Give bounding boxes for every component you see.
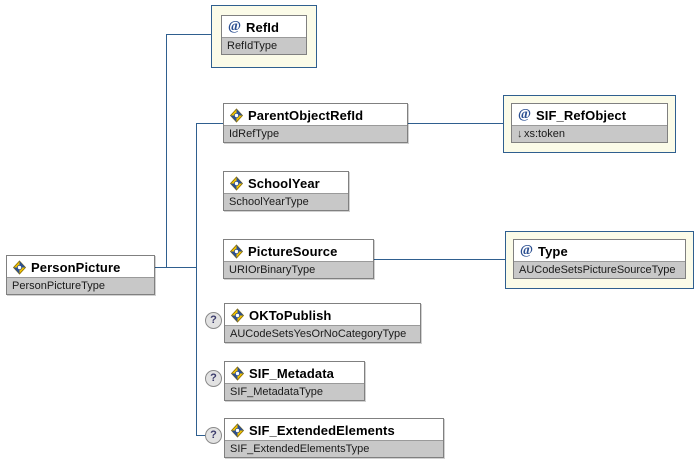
node-schoolyear-title: SchoolYear	[224, 172, 348, 193]
wire-root-stub	[155, 267, 197, 268]
node-sifrefobject-type-text: xs:token	[524, 128, 565, 140]
wire-to-parentobjectrefid	[196, 123, 223, 124]
node-personpicture-type: PersonPictureType	[7, 277, 154, 294]
question-mark-badge-icon-sifmetadata: ?	[205, 370, 222, 387]
at-sign-icon: @	[227, 19, 242, 34]
node-sifextendedelements-type: SIF_ExtendedElementsType	[225, 440, 443, 457]
element-diamond-icon	[229, 243, 244, 259]
question-mark-badge-icon-sifextendedelements: ?	[205, 427, 222, 444]
node-refid[interactable]: @ RefId RefIdType	[221, 15, 307, 55]
node-oktopublish-label: OKToPublish	[249, 307, 332, 323]
wire-to-sifextendedelements	[196, 435, 206, 436]
node-sifextendedelements-title: SIF_ExtendedElements	[225, 419, 443, 440]
node-picturesource-label: PictureSource	[248, 243, 338, 259]
element-diamond-icon	[229, 107, 244, 123]
node-schoolyear[interactable]: SchoolYear SchoolYearType	[223, 171, 349, 211]
node-parentobjectrefid-type: IdRefType	[224, 125, 407, 142]
node-schoolyear-label: SchoolYear	[248, 175, 320, 191]
node-oktopublish[interactable]: OKToPublish AUCodeSetsYesOrNoCategoryTyp…	[224, 303, 421, 343]
node-sifmetadata-title: SIF_Metadata	[225, 362, 364, 383]
node-personpicture-label: PersonPicture	[31, 259, 121, 275]
element-diamond-icon	[230, 422, 245, 438]
node-type[interactable]: @ Type AUCodeSetsPictureSourceType	[513, 239, 686, 279]
node-type-label: Type	[538, 243, 568, 259]
wire-children-riser	[196, 123, 197, 435]
wire-to-refid	[166, 34, 211, 35]
node-sifextendedelements[interactable]: SIF_ExtendedElements SIF_ExtendedElement…	[224, 418, 444, 458]
node-sifextendedelements-label: SIF_ExtendedElements	[249, 422, 395, 438]
node-schoolyear-type: SchoolYearType	[224, 193, 348, 210]
node-refid-type: RefIdType	[222, 37, 306, 54]
node-parentobjectrefid-title: ParentObjectRefId	[224, 104, 407, 125]
element-diamond-icon	[12, 259, 27, 275]
node-personpicture[interactable]: PersonPicture PersonPictureType	[6, 255, 155, 295]
node-sifmetadata-type: SIF_MetadataType	[225, 383, 364, 400]
element-diamond-icon	[230, 307, 245, 323]
element-diamond-icon	[230, 365, 245, 381]
wire-attribute-riser	[166, 34, 167, 268]
at-sign-icon: @	[519, 243, 534, 258]
node-oktopublish-title: OKToPublish	[225, 304, 420, 325]
node-sifrefobject[interactable]: @ SIF_RefObject ↓xs:token	[511, 103, 668, 143]
node-picturesource[interactable]: PictureSource URIOrBinaryType	[223, 239, 374, 279]
node-personpicture-title: PersonPicture	[7, 256, 154, 277]
node-sifmetadata[interactable]: SIF_Metadata SIF_MetadataType	[224, 361, 365, 401]
node-type-type: AUCodeSetsPictureSourceType	[514, 261, 685, 278]
node-type-title: @ Type	[514, 240, 685, 261]
down-arrow-icon: ↓	[517, 128, 523, 140]
node-refid-label: RefId	[246, 19, 279, 35]
question-mark-badge-icon-oktopublish: ?	[205, 312, 222, 329]
node-refid-title: @ RefId	[222, 16, 306, 37]
element-diamond-icon	[229, 175, 244, 191]
node-oktopublish-type: AUCodeSetsYesOrNoCategoryType	[225, 325, 420, 342]
node-sifmetadata-label: SIF_Metadata	[249, 365, 335, 381]
node-sifrefobject-title: @ SIF_RefObject	[512, 104, 667, 125]
node-parentobjectrefid[interactable]: ParentObjectRefId IdRefType	[223, 103, 408, 143]
at-sign-icon: @	[517, 107, 532, 122]
wire-parentobjectrefid-to-sifrefobject	[408, 123, 503, 124]
node-sifrefobject-label: SIF_RefObject	[536, 107, 627, 123]
node-picturesource-title: PictureSource	[224, 240, 373, 261]
node-parentobjectrefid-label: ParentObjectRefId	[248, 107, 364, 123]
node-sifrefobject-type: ↓xs:token	[512, 125, 667, 142]
wire-picturesource-to-type	[374, 259, 505, 260]
node-picturesource-type: URIOrBinaryType	[224, 261, 373, 278]
